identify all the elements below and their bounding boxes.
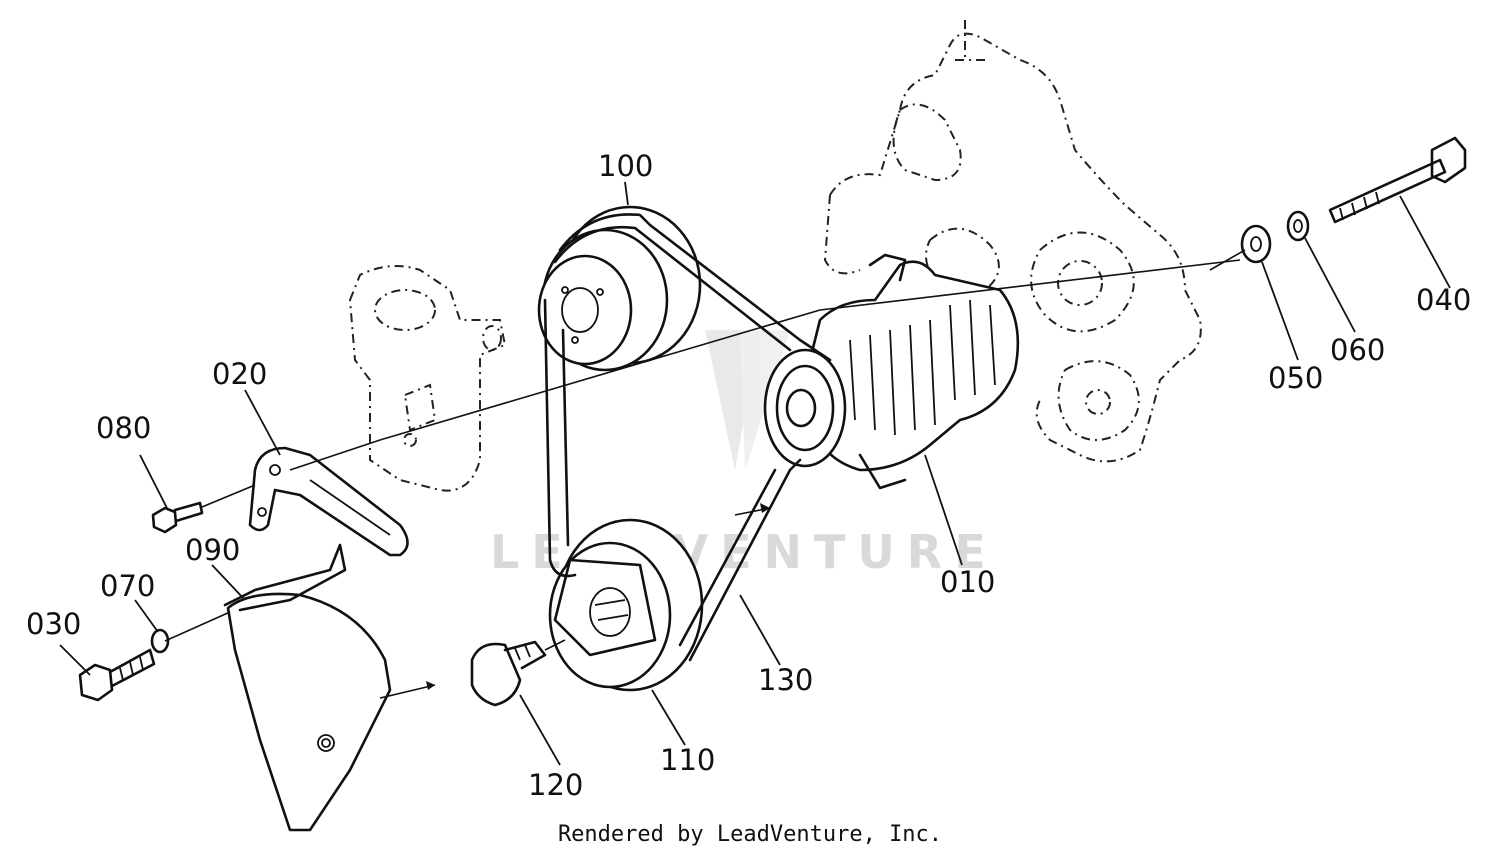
engine-block-outline	[823, 20, 1202, 463]
part-030-bolt	[78, 648, 156, 702]
part-130-v-belt	[543, 213, 832, 662]
leader-lines	[59, 181, 1451, 766]
part-010-alternator	[763, 253, 1020, 490]
callout-110: 110	[660, 743, 715, 777]
part-060-lock-washer	[1286, 210, 1310, 242]
part-080-bolt	[151, 501, 204, 534]
part-110-crankshaft-pulley	[548, 518, 704, 692]
alignment-axes	[164, 249, 1246, 699]
part-090-belt-cover	[223, 543, 392, 832]
callout-100: 100	[598, 149, 653, 183]
part-120-bolt	[470, 640, 547, 707]
part-040-bolt	[1328, 136, 1467, 224]
callout-060: 060	[1330, 333, 1385, 367]
callout-090: 090	[185, 533, 240, 567]
callout-030: 030	[26, 607, 81, 641]
callout-070: 070	[100, 569, 155, 603]
callout-010: 010	[940, 565, 995, 599]
callout-050: 050	[1268, 361, 1323, 395]
callout-120: 120	[528, 768, 583, 802]
callout-020: 020	[212, 357, 267, 391]
callout-080: 080	[96, 411, 151, 445]
part-050-washer	[1240, 224, 1272, 264]
direction-arrow	[760, 503, 770, 513]
callout-130: 130	[758, 663, 813, 697]
part-020-adjusting-bracket	[248, 446, 409, 557]
water-pump-housing-outline	[348, 265, 507, 492]
callout-040: 040	[1416, 283, 1471, 317]
direction-arrow	[426, 681, 435, 690]
footer-credit: Rendered by LeadVenture, Inc.	[557, 822, 943, 847]
part-070-washer	[150, 628, 170, 654]
